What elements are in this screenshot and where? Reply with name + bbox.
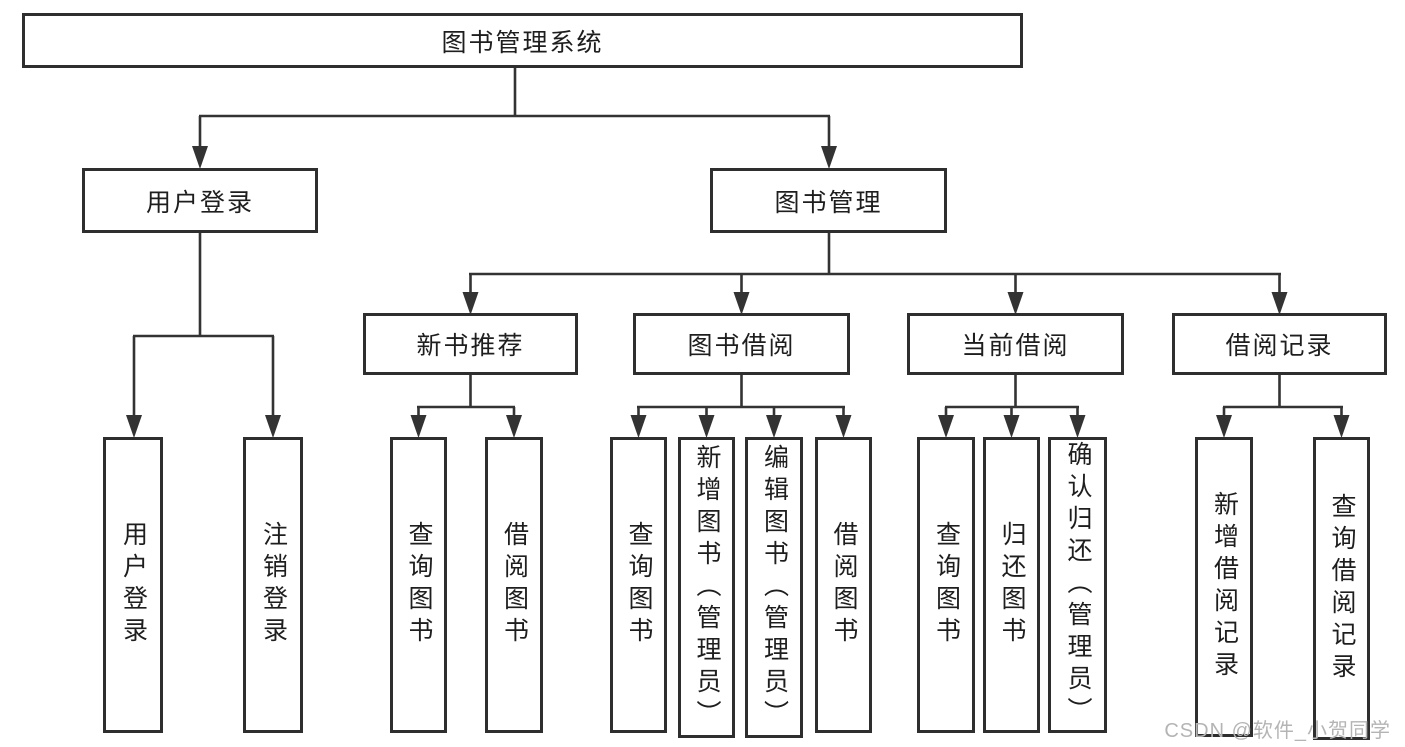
leaf-query-books-borrow-label: 查询图书 — [625, 521, 653, 649]
leaf-query-books-current: 查询图书 — [917, 437, 975, 733]
node-book-management: 图书管理 — [710, 168, 947, 233]
leaf-return-book-label: 归还图书 — [998, 521, 1026, 649]
node-book-management-label: 图书管理 — [774, 188, 883, 217]
leaf-edit-book-admin-label: 编辑图书（管理员） — [760, 443, 789, 732]
node-book-borrow: 图书借阅 — [633, 313, 850, 375]
watermark: CSDN @软件_小贺同学 — [1164, 720, 1391, 742]
leaf-borrow-books-recommend-label: 借阅图书 — [500, 521, 529, 649]
leaf-query-books-current-label: 查询图书 — [932, 521, 961, 649]
leaf-return-book: 归还图书 — [983, 437, 1040, 733]
node-user-login-label: 用户登录 — [145, 188, 254, 217]
node-new-book-recommend-label: 新书推荐 — [416, 332, 525, 360]
node-current-borrow: 当前借阅 — [907, 313, 1124, 375]
leaf-borrow-books-borrow: 借阅图书 — [815, 437, 872, 733]
leaf-query-borrow-record: 查询借阅记录 — [1313, 437, 1370, 740]
leaf-add-borrow-record: 新增借阅记录 — [1195, 437, 1253, 737]
leaf-logout-label: 注销登录 — [259, 521, 288, 649]
node-borrow-records-label: 借阅记录 — [1225, 332, 1334, 360]
node-borrow-records: 借阅记录 — [1172, 313, 1387, 375]
leaf-confirm-return-admin-label: 确认归还（管理员） — [1064, 441, 1092, 729]
leaf-add-book-admin-label: 新增图书（管理员） — [693, 443, 721, 732]
leaf-query-books-recommend: 查询图书 — [390, 437, 447, 733]
leaf-user-login-label: 用户登录 — [119, 521, 148, 649]
node-new-book-recommend: 新书推荐 — [363, 313, 578, 375]
leaf-query-books-borrow: 查询图书 — [610, 437, 667, 733]
leaf-confirm-return-admin: 确认归还（管理员） — [1048, 437, 1107, 733]
leaf-add-borrow-record-label: 新增借阅记录 — [1210, 491, 1239, 683]
leaf-borrow-books-recommend: 借阅图书 — [485, 437, 543, 733]
leaf-edit-book-admin: 编辑图书（管理员） — [745, 437, 803, 738]
leaf-logout: 注销登录 — [243, 437, 303, 733]
node-current-borrow-label: 当前借阅 — [961, 332, 1070, 360]
node-book-borrow-label: 图书借阅 — [687, 332, 796, 360]
leaf-add-book-admin: 新增图书（管理员） — [678, 437, 735, 738]
node-root: 图书管理系统 — [22, 13, 1023, 68]
node-user-login: 用户登录 — [82, 168, 318, 233]
leaf-borrow-books-borrow-label: 借阅图书 — [830, 521, 858, 649]
leaf-query-books-recommend-label: 查询图书 — [405, 521, 433, 649]
node-root-label: 图书管理系统 — [441, 28, 604, 57]
leaf-query-borrow-record-label: 查询借阅记录 — [1328, 492, 1356, 685]
leaf-user-login: 用户登录 — [103, 437, 163, 733]
